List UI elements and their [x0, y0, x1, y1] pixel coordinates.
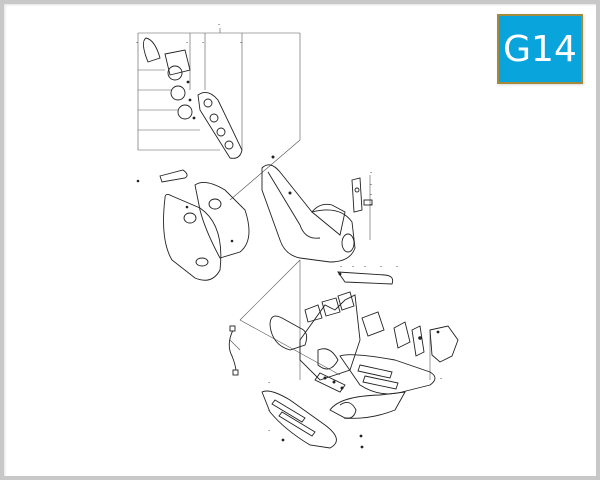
svg-text:•: • — [268, 409, 270, 413]
oxygen-sensor — [228, 325, 239, 376]
reference-markers: • • • • • • • • • • • • • • • • • • — [136, 23, 442, 433]
svg-text:•: • — [352, 265, 354, 269]
section-badge: G14 — [497, 14, 583, 84]
silencer-body — [261, 155, 356, 263]
svg-text:•: • — [370, 193, 372, 197]
side-heat-shields — [136, 169, 250, 281]
hardware-cluster — [281, 372, 364, 449]
svg-text:•: • — [186, 41, 188, 45]
svg-text:•: • — [268, 381, 270, 385]
svg-text:•: • — [364, 265, 366, 269]
svg-text:•: • — [370, 171, 372, 175]
svg-text:•: • — [440, 377, 442, 381]
svg-text:•: • — [340, 265, 342, 269]
leader-lines — [137, 28, 431, 380]
svg-text:•: • — [240, 41, 242, 45]
svg-text:•: • — [380, 265, 382, 269]
valve-actuator — [361, 311, 459, 363]
svg-text:•: • — [136, 41, 138, 45]
link-pipe — [337, 271, 394, 285]
exhaust-headers — [269, 291, 361, 381]
svg-text:•: • — [218, 23, 220, 27]
bracket-assembly — [351, 177, 373, 213]
svg-text:•: • — [268, 429, 270, 433]
svg-text:•: • — [370, 203, 372, 207]
upper-heat-shield-assembly — [143, 37, 243, 159]
svg-text:•: • — [396, 265, 398, 269]
svg-text:•: • — [370, 183, 372, 187]
lower-heat-shields — [261, 354, 436, 449]
svg-text:•: • — [202, 41, 204, 45]
